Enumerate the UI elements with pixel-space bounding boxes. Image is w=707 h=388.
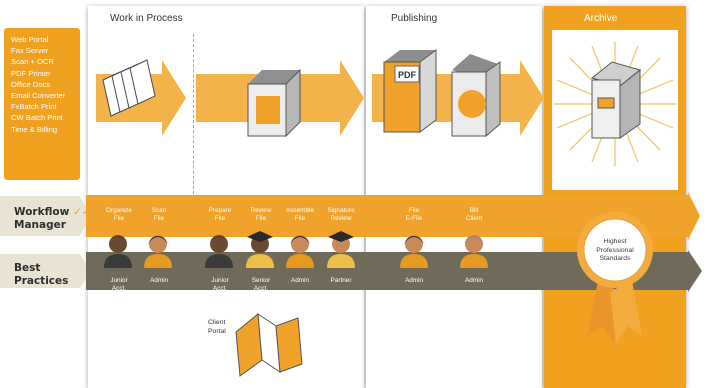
tab-work-in-process: Work in Process (100, 8, 210, 30)
role-label: Admin (290, 277, 310, 284)
award-ribbon-icon (577, 212, 653, 344)
band-arrow-tip (688, 192, 700, 240)
avatar (144, 235, 172, 268)
role-label: Admin (149, 277, 169, 284)
stage-divider (193, 34, 194, 204)
row-arrow (0, 196, 90, 236)
row-label-line: Manager (14, 219, 66, 231)
role-label: Admin (404, 277, 424, 284)
tab-publishing: Publishing (381, 8, 481, 30)
archive-icon (554, 42, 676, 166)
avatar (400, 235, 428, 268)
role-label: Partner (330, 277, 352, 284)
workflow-manager-label: Workflow ✓✓ Manager (14, 206, 91, 232)
check-icon: ✓✓ (72, 206, 91, 218)
source-item: Email Converter (11, 91, 66, 101)
tab-archive: Archive (584, 13, 618, 24)
source-list: Web Portal Fax Server Scan + OCR PDF Pri… (4, 28, 80, 180)
source-item: FxBatch Print (11, 102, 57, 112)
folder-icon (235, 313, 303, 377)
source-item: PDF Printer (11, 68, 51, 78)
source-item: Time & Billing (11, 124, 58, 134)
pdf-box-icon: PDF (383, 49, 437, 133)
avatar (104, 235, 132, 268)
role-label: Admin (464, 277, 484, 284)
row-label-line: Best (14, 262, 41, 274)
avatar (327, 231, 355, 268)
avatar (286, 235, 314, 268)
source-item: Scan + OCR (11, 57, 54, 67)
source-item: Office Docs (11, 79, 51, 89)
row-label-line: Workflow (14, 206, 70, 218)
source-item: Fax Server (11, 46, 49, 56)
source-item: Web Portal (11, 35, 49, 44)
pages-icon (102, 59, 156, 117)
avatar (246, 231, 274, 268)
book-icon (451, 54, 501, 138)
source-item: CW Batch Print (11, 113, 63, 123)
best-practices-label: Best Practices (14, 262, 68, 288)
row-label-line: Practices (14, 275, 69, 287)
row-arrow (0, 254, 90, 288)
svg-text:PDF: PDF (398, 70, 417, 80)
avatar (460, 235, 488, 268)
avatar (205, 235, 233, 268)
binder-icon (247, 68, 301, 138)
band-arrow-tip (688, 250, 702, 292)
